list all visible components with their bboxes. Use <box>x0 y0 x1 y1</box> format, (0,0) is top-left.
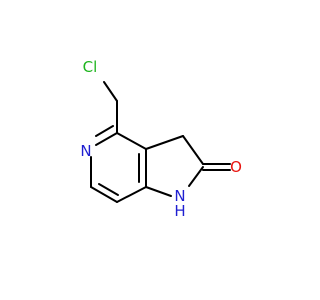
chlorine-label: Cl <box>83 58 98 76</box>
amide-nitrogen-label: N <box>174 187 185 205</box>
bond-c3-c2 <box>182 135 204 165</box>
bond-c7-c7a <box>116 186 147 203</box>
bond-c4-n5 <box>95 132 118 146</box>
bond-c2-n1 <box>188 166 204 187</box>
bond-c3a-c3 <box>145 135 184 150</box>
pyridine-nitrogen-label: N <box>80 142 91 160</box>
carbonyl-oxygen-label: O <box>230 158 242 176</box>
atom-labels: Cl N N H O <box>80 58 242 220</box>
structure-diagram: Cl N N H O <box>80 58 242 220</box>
bond-c6-c7 <box>90 186 118 203</box>
amide-hydrogen-label: H <box>174 202 185 220</box>
bonds <box>90 81 231 203</box>
bond-n1-c7a <box>145 186 172 197</box>
bond-c3a-c4 <box>116 132 147 150</box>
bond-c6-c7-double <box>98 183 119 196</box>
bond-cl-ch2 <box>103 81 118 102</box>
bond-c4-n5-double <box>95 125 114 137</box>
